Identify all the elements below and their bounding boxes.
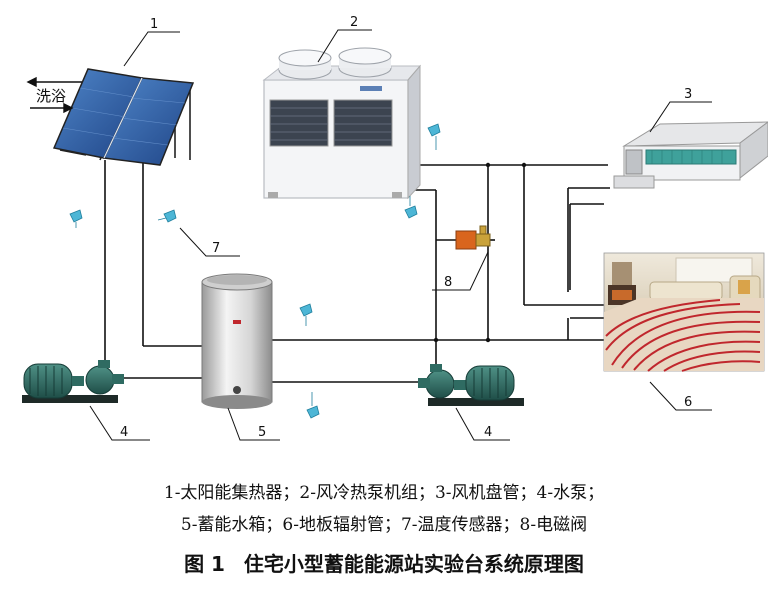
legend-line-2: 5-蓄能水箱；6-地板辐射管；7-温度传感器；8-电磁阀 (180, 515, 588, 535)
figure-title: 住宅小型蓄能能源站实验台系统原理图 (243, 552, 584, 576)
sensor-icon (157, 209, 177, 223)
floor-radiant-room (603, 252, 765, 372)
number-3: 3 (684, 87, 692, 102)
solenoid-valve (455, 225, 491, 250)
number-4-right: 4 (484, 425, 492, 440)
number-5: 5 (258, 425, 266, 440)
leader-lines (89, 29, 712, 441)
number-1: 1 (150, 17, 158, 32)
figure-number: 图 1 (184, 552, 225, 576)
number-4-left: 4 (120, 425, 128, 440)
sensor-icon (404, 196, 418, 219)
figure-caption: 图 1 住宅小型蓄能能源站实验台系统原理图 (0, 548, 768, 577)
sensor-icon (299, 303, 313, 326)
sensor-icon (427, 123, 441, 150)
temperature-sensors (69, 123, 441, 419)
number-7: 7 (212, 241, 220, 256)
water-pump-left (22, 360, 124, 403)
heat-pump-unit (262, 47, 422, 200)
legend-line-1: 1-太阳能集热器；2-风冷热泵机组；3-风机盘管；4-水泵； (163, 483, 605, 503)
sensor-icon (306, 392, 320, 419)
storage-tank (201, 273, 273, 409)
component-numbers: 1 2 3 7 8 6 4 5 4 (120, 15, 692, 440)
bath-label: 洗浴 (36, 87, 66, 105)
pipe-junctions (433, 162, 527, 343)
number-2: 2 (350, 15, 358, 30)
solar-collector: 洗浴 (26, 68, 195, 166)
number-8: 8 (444, 275, 452, 290)
fan-coil-unit (613, 121, 768, 189)
water-pump-right (418, 364, 524, 406)
number-6: 6 (684, 395, 692, 410)
sensor-icon (69, 209, 83, 228)
